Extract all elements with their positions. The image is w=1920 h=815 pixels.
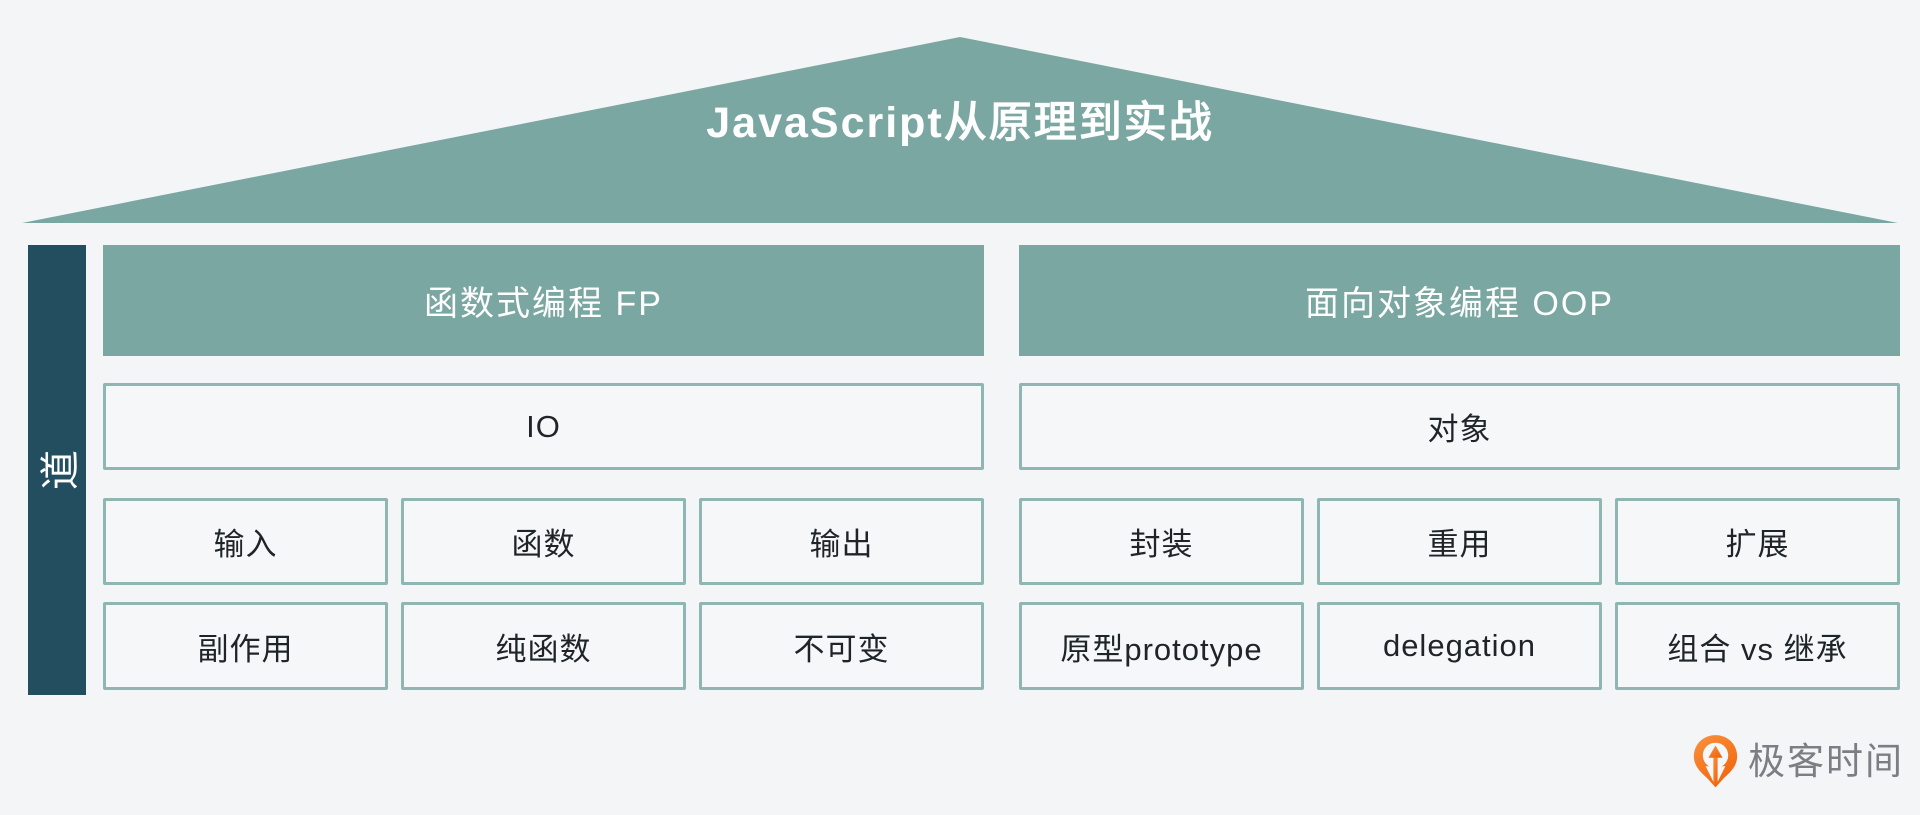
fp-row-1: 输入 函数 输出 [103,498,984,585]
fp-row-2: 副作用 纯函数 不可变 [103,602,984,690]
oop-row-2: 原型prototype delegation 组合 vs 继承 [1019,602,1900,690]
geektime-logo-icon [1693,735,1738,788]
oop-object-box: 对象 [1019,383,1900,470]
fp-cell-function: 函数 [401,498,686,585]
oop-cell-composition-vs-inheritance: 组合 vs 继承 [1615,602,1900,690]
oop-row-1: 封装 重用 扩展 [1019,498,1900,585]
oop-column: 面向对象编程 OOP 对象 封装 重用 扩展 原型prototype deleg… [1019,245,1900,690]
fp-cell-side-effect: 副作用 [103,602,388,690]
oop-cell-encapsulation: 封装 [1019,498,1304,585]
fp-cell-output: 输出 [699,498,984,585]
oop-cell-reuse: 重用 [1317,498,1602,585]
principle-bar: 道 [28,245,86,695]
oop-header: 面向对象编程 OOP [1019,245,1900,356]
principle-label: 道 [39,450,83,490]
fp-header: 函数式编程 FP [103,245,984,356]
oop-cell-delegation: delegation [1317,602,1602,690]
oop-cell-prototype: 原型prototype [1019,602,1304,690]
fp-cell-input: 输入 [103,498,388,585]
oop-cell-extend: 扩展 [1615,498,1900,585]
fp-io-box: IO [103,383,984,470]
fp-cell-immutable: 不可变 [699,602,984,690]
fp-cell-pure-function: 纯函数 [401,602,686,690]
brand-name: 极客时间 [1748,741,1904,782]
fp-column: 函数式编程 FP IO 输入 函数 输出 副作用 纯函数 不可变 [103,245,984,690]
brand-watermark: 极客时间 [1692,734,1904,789]
course-title: JavaScript从原理到实战 [706,99,1214,147]
